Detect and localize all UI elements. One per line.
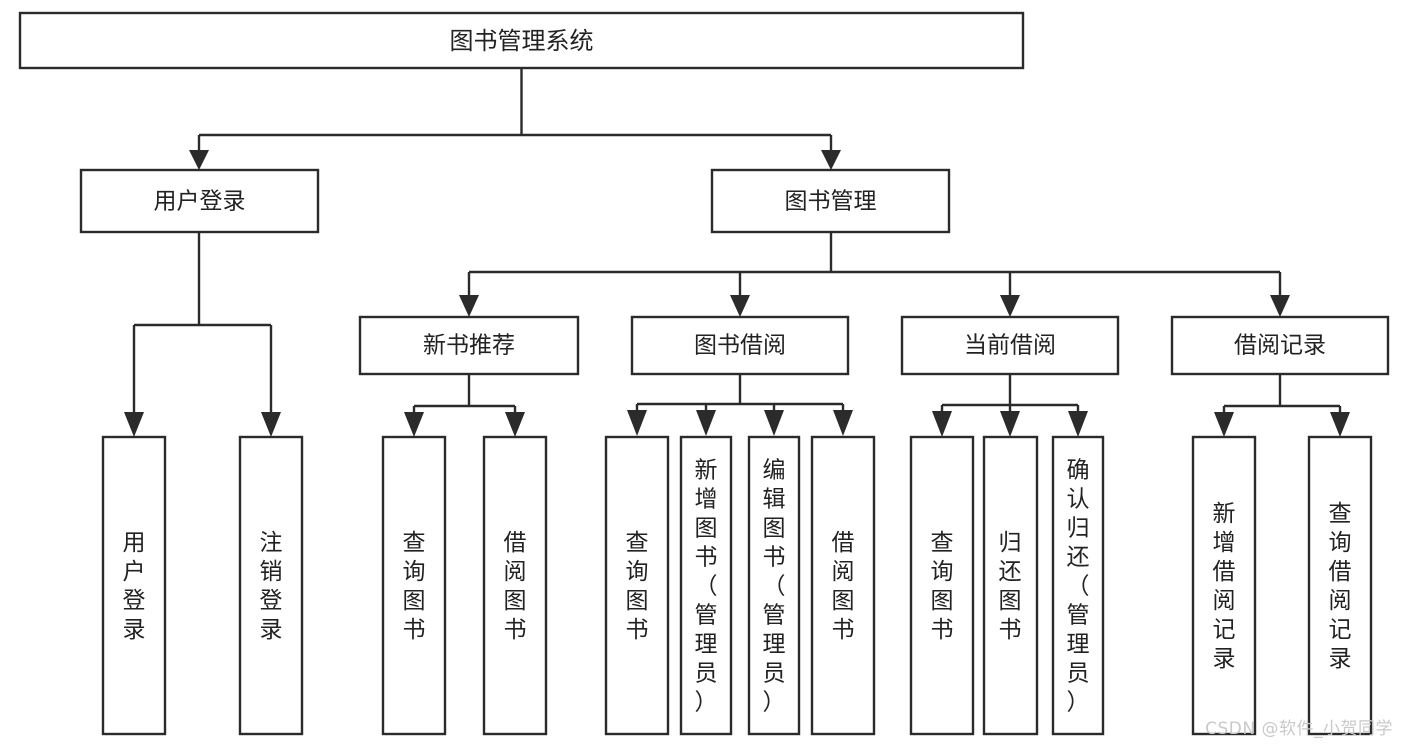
leaf-bookborrow-add-book-box[interactable] [679,435,733,736]
node-book-manage[interactable]: 图书管理 [710,168,951,234]
leaf-user-login-label: 用户登录 [123,530,146,643]
node-book-manage-box[interactable] [710,168,951,234]
node-user-login-box[interactable] [79,168,320,234]
leaf-borrowrecord-query-record-box[interactable] [1307,435,1373,736]
arrow-head-book-borrow [730,295,750,317]
node-root-box[interactable] [18,11,1025,70]
leaf-bookborrow-edit-book-label: 编辑图书（管理员） [763,458,786,716]
leaf-borrowrecord-query-record[interactable]: 查询借阅记录 [1307,435,1373,736]
leaf-bookborrow-query-book-box[interactable] [604,435,670,736]
leaf-currentborrow-query-book-box[interactable] [909,435,975,736]
arrow-head-newbook-leaf-1 [404,412,424,437]
leaf-newbook-borrow-book-label: 借阅图书 [504,530,527,643]
node-book-borrow-box[interactable] [630,315,850,376]
arrow-head-new-book [459,295,479,317]
arrow-head-leaf-logout [261,412,281,437]
leaf-bookborrow-borrow-book[interactable]: 借阅图书 [810,435,876,736]
leaf-bookborrow-query-book-label: 查询图书 [626,530,649,643]
arrow-head-book-manage [821,150,841,170]
node-user-login[interactable]: 用户登录 [79,168,320,234]
leaf-bookborrow-add-book[interactable]: 新增图书（管理员） [679,435,733,736]
leaf-borrowrecord-query-record-label: 查询借阅记录 [1329,501,1352,672]
leaf-currentborrow-return-book-label: 归还图书 [999,530,1022,643]
node-book-borrow-label: 图书借阅 [694,333,786,359]
node-root[interactable]: 图书管理系统 [18,11,1025,70]
leaf-bookborrow-edit-book[interactable]: 编辑图书（管理员） [747,435,801,736]
leaf-newbook-query-book[interactable]: 查询图书 [381,435,447,736]
node-book-manage-label: 图书管理 [785,189,877,215]
arrow-head-currentborrow-leaf-2 [1000,411,1020,437]
node-book-borrow[interactable]: 图书借阅 [630,315,850,376]
arrow-head-bookborrow-leaf-2 [696,410,716,436]
leaf-currentborrow-return-book-box[interactable] [982,435,1039,736]
leaf-currentborrow-confirm-return-box[interactable] [1051,435,1105,736]
leaf-logout-box[interactable] [238,435,304,736]
arrow-head-borrowrecord-leaf-1 [1214,412,1234,437]
node-borrow-record-label: 借阅记录 [1234,333,1326,359]
leaf-borrowrecord-add-record-label: 新增借阅记录 [1213,501,1236,672]
arrow-head-bookborrow-leaf-1 [627,410,647,436]
node-user-login-label: 用户登录 [154,189,246,215]
leaf-user-login-box[interactable] [101,435,167,736]
leaf-borrowrecord-add-record[interactable]: 新增借阅记录 [1191,435,1257,736]
leaf-newbook-borrow-book[interactable]: 借阅图书 [482,435,548,736]
leaf-newbook-borrow-book-box[interactable] [482,435,548,736]
node-current-borrow-box[interactable] [900,315,1120,376]
node-current-borrow[interactable]: 当前借阅 [900,315,1120,376]
csdn-watermark: CSDN @软件_小贺同学 [1205,719,1393,739]
leaf-newbook-query-book-box[interactable] [381,435,447,736]
node-new-book-recommend-box[interactable] [358,315,580,376]
leaf-bookborrow-borrow-book-box[interactable] [810,435,876,736]
arrow-head-user-login [189,150,209,170]
leaf-bookborrow-borrow-book-label: 借阅图书 [832,530,855,643]
leaf-currentborrow-query-book[interactable]: 查询图书 [909,435,975,736]
arrow-head-current-borrow [1000,295,1020,317]
arrow-head-bookborrow-leaf-3 [764,410,784,436]
node-root-label: 图书管理系统 [450,27,594,55]
node-borrow-record-box[interactable] [1170,315,1390,376]
leaf-user-login[interactable]: 用户登录 [101,435,167,736]
leaf-currentborrow-query-book-label: 查询图书 [931,530,954,643]
arrow-head-newbook-leaf-2 [505,412,525,437]
leaf-borrowrecord-add-record-box[interactable] [1191,435,1257,736]
arrow-head-currentborrow-leaf-1 [932,411,952,437]
leaf-currentborrow-confirm-return-label: 确认归还（管理员） [1067,458,1090,716]
arrow-head-borrowrecord-leaf-2 [1330,412,1350,437]
leaf-bookborrow-add-book-label: 新增图书（管理员） [695,458,718,716]
node-new-book-recommend-label: 新书推荐 [423,333,515,359]
leaf-bookborrow-edit-book-box[interactable] [747,435,801,736]
node-current-borrow-label: 当前借阅 [964,333,1056,359]
arrow-head-borrow-record [1270,295,1290,317]
node-borrow-record[interactable]: 借阅记录 [1170,315,1390,376]
leaf-logout-label: 注销登录 [260,530,283,643]
connectors [124,68,1350,437]
arrow-head-leaf-user-login [124,412,144,437]
leaf-logout[interactable]: 注销登录 [238,435,304,736]
leaf-bookborrow-query-book[interactable]: 查询图书 [604,435,670,736]
leaf-newbook-query-book-label: 查询图书 [403,530,426,643]
arrow-head-currentborrow-leaf-3 [1068,411,1088,437]
node-new-book-recommend[interactable]: 新书推荐 [358,315,580,376]
leaf-currentborrow-return-book[interactable]: 归还图书 [982,435,1039,736]
leaf-currentborrow-confirm-return[interactable]: 确认归还（管理员） [1051,435,1105,736]
arrow-head-bookborrow-leaf-4 [833,410,853,436]
